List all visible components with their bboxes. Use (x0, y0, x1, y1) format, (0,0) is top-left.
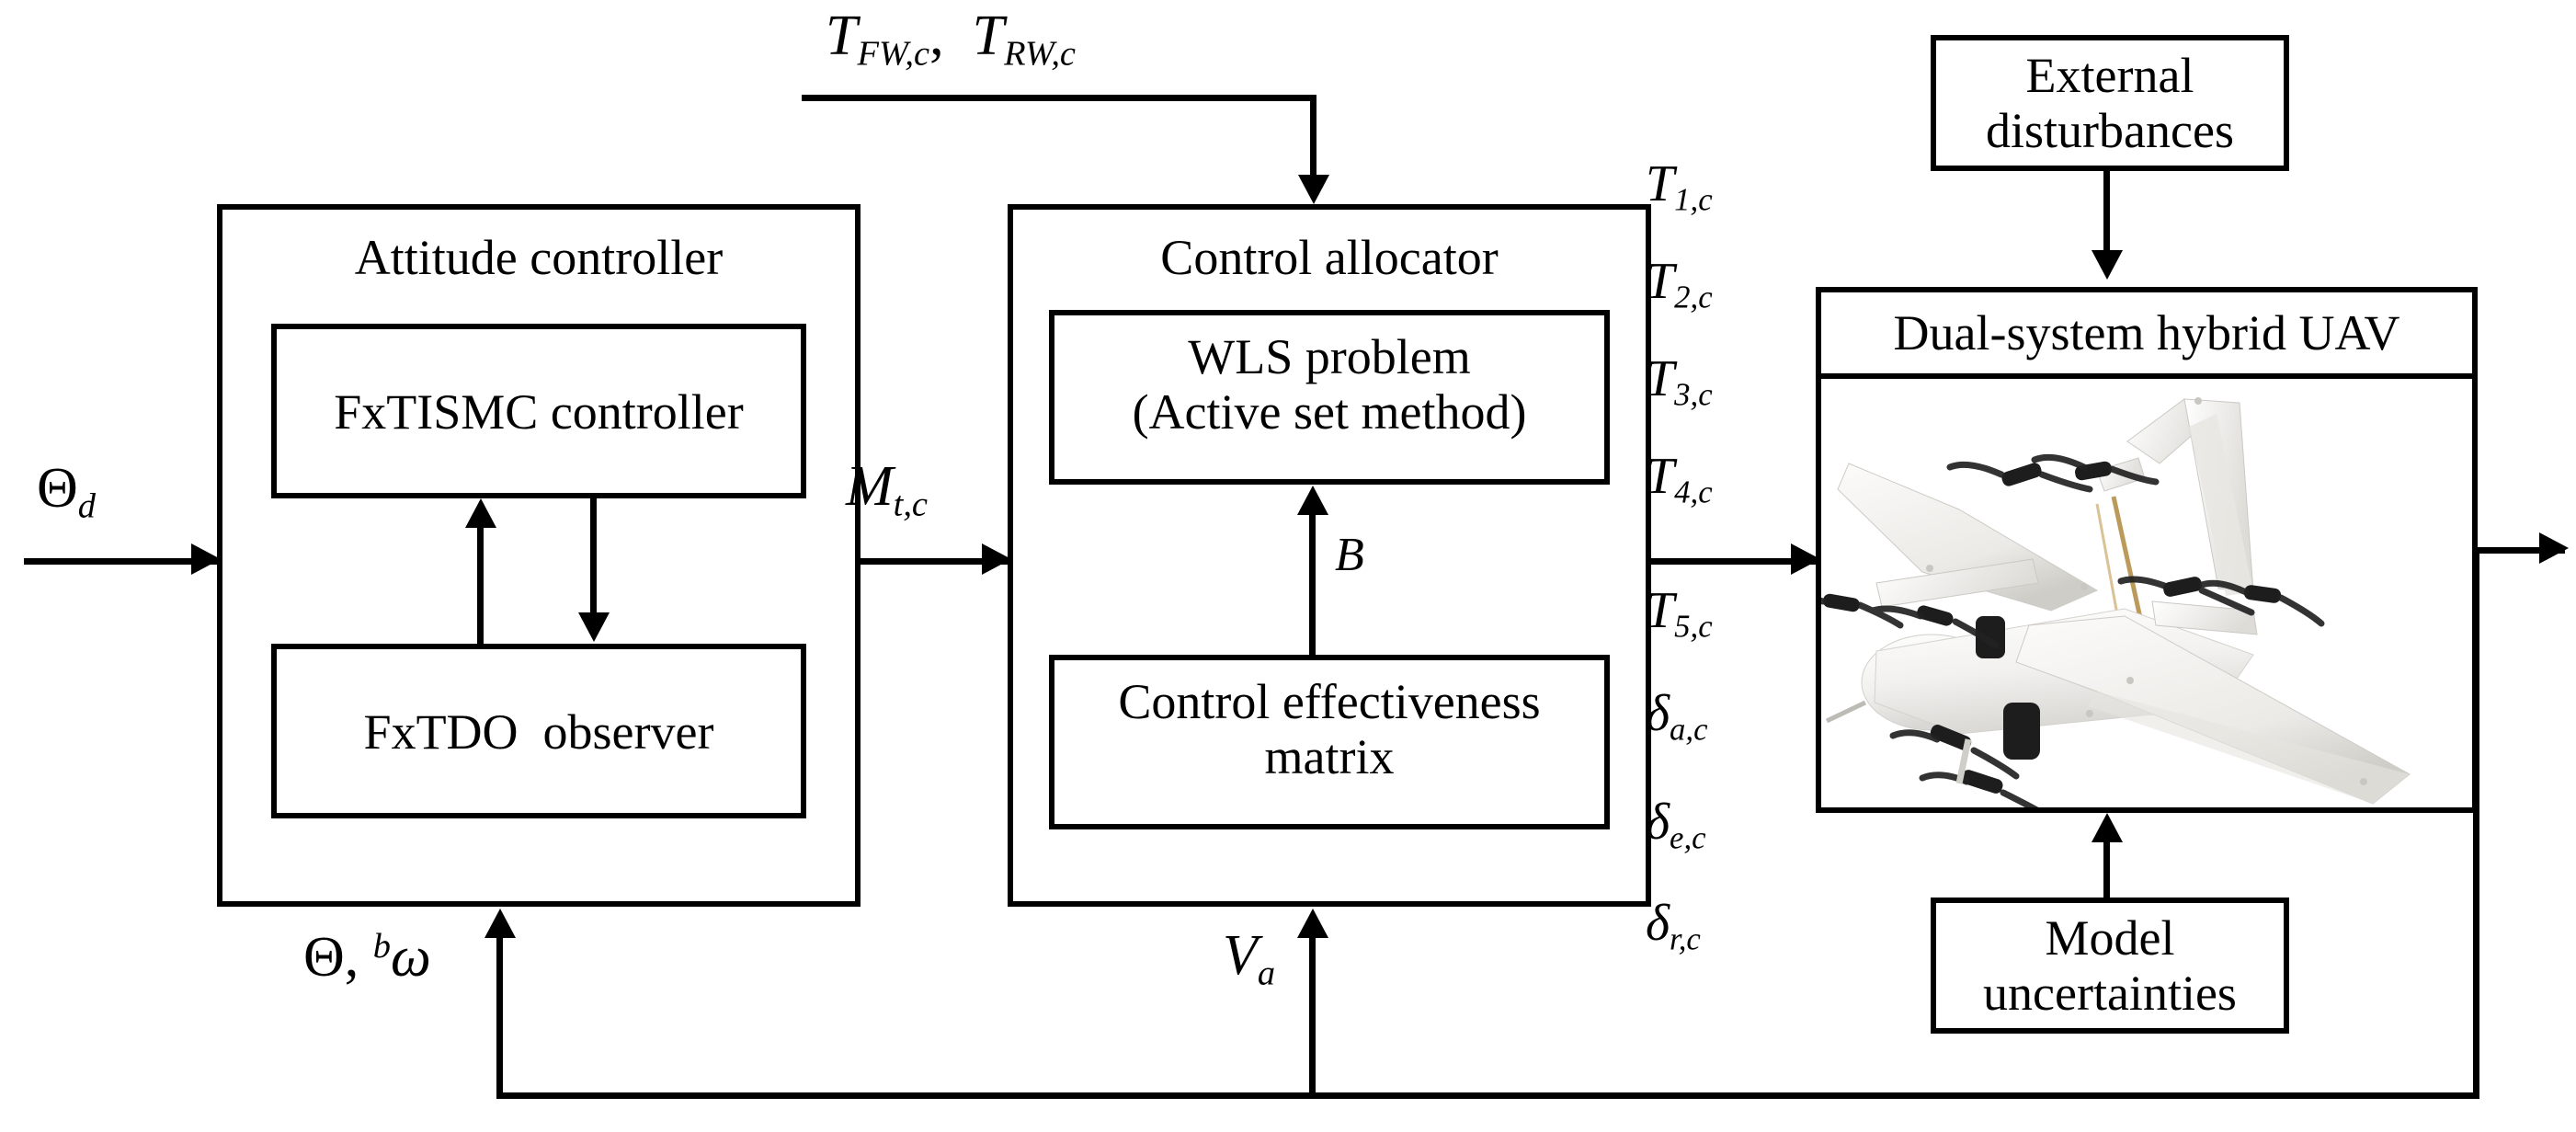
signal-label-delta-ec: δe,c (1646, 794, 1706, 856)
plant-output-line (2478, 547, 2565, 554)
uav-title-divider (1816, 373, 2478, 379)
moment-command-line (861, 558, 1008, 565)
feedback-riser-attitude (496, 938, 503, 1096)
allocator-output-arrowhead (1791, 543, 1820, 575)
theta-symbol: Θ (37, 457, 78, 520)
feedforward-line-vertical (1310, 95, 1316, 189)
feedback-riser-right (2473, 547, 2479, 1099)
dual-system-hybrid-uav-label: Dual-system hybrid UAV (1893, 305, 2400, 360)
signal-label-t4c: T4,c (1646, 448, 1713, 510)
signal-label-top-feedforward: TFW,c, TRW,c (826, 5, 1076, 74)
reference-input-arrowhead (191, 543, 221, 575)
uav-photo-illustration (1821, 397, 2411, 807)
control-effectiveness-matrix-label: Control effectiveness matrix (1118, 674, 1541, 785)
model-uncertainties-line (2103, 842, 2110, 899)
external-disturbances-line (2103, 171, 2110, 263)
external-disturbances-arrowhead (2092, 250, 2123, 280)
model-uncertainties-label: Model uncertainties (1983, 910, 2237, 1022)
block-external-disturbances[interactable] (1931, 35, 2289, 171)
block-wls-problem[interactable] (1049, 310, 1610, 485)
feedforward-line-horizontal (802, 95, 1316, 101)
signal-label-t2c: T2,c (1646, 253, 1713, 315)
b-symbol: B (1335, 529, 1364, 581)
feedback-bus-line (496, 1092, 2479, 1099)
signal-label-effectiveness-matrix: B (1335, 532, 1364, 579)
feedback-riser-airspeed (1309, 938, 1316, 1096)
allocator-output-line (1651, 558, 1817, 565)
signal-label-t5c: T5,c (1646, 582, 1713, 645)
signal-label-delta-rc: δr,c (1646, 895, 1701, 957)
plant-output-arrowhead (2539, 532, 2569, 564)
controller-to-observer-line (590, 497, 597, 614)
effectiveness-to-wls-line (1309, 515, 1316, 657)
model-uncertainties-arrowhead (2092, 813, 2123, 842)
signal-label-reference-input: Θd (37, 457, 96, 526)
wls-problem-label: WLS problem (Active set method) (1132, 329, 1527, 440)
signal-label-airspeed: Va (1223, 924, 1276, 993)
observer-to-controller-arrowhead (465, 498, 496, 528)
v-a-symbol: V (1223, 924, 1258, 987)
theta-symbol-feedback: Θ (303, 926, 345, 989)
signal-label-attitude-feedback: Θ, bω (303, 926, 431, 989)
fxtismc-controller-label: FxTISMC controller (334, 384, 744, 440)
uav-photo (1821, 379, 2472, 807)
signal-label-t1c: T1,c (1646, 155, 1713, 218)
external-disturbances-label: External disturbances (1986, 48, 2234, 159)
signal-label-t3c: T3,c (1646, 350, 1713, 413)
block-control-effectiveness-matrix[interactable] (1049, 655, 1610, 829)
feedforward-arrowhead (1298, 175, 1329, 204)
moment-command-arrowhead (982, 543, 1011, 575)
m-tc-symbol: M (846, 455, 894, 518)
attitude-controller-title: Attitude controller (354, 230, 724, 285)
signal-label-delta-ac: δa,c (1646, 685, 1708, 748)
fxtdo-observer-label: FxTDO observer (363, 704, 714, 760)
t-fw-c-symbol: T (826, 5, 858, 67)
feedback-attitude-arrowhead (484, 909, 516, 938)
controller-to-observer-arrowhead (578, 612, 610, 642)
observer-to-controller-line (477, 528, 484, 646)
signal-label-moment-command: Mt,c (846, 455, 928, 524)
block-fxtdo-observer[interactable] (271, 644, 806, 818)
reference-input-line (24, 558, 217, 565)
effectiveness-to-wls-arrowhead (1297, 486, 1328, 515)
block-fxtismc-controller[interactable] (271, 324, 806, 498)
feedback-airspeed-arrowhead (1297, 909, 1328, 938)
control-allocator-title: Control allocator (1160, 230, 1499, 285)
block-model-uncertainties[interactable] (1931, 898, 2289, 1034)
